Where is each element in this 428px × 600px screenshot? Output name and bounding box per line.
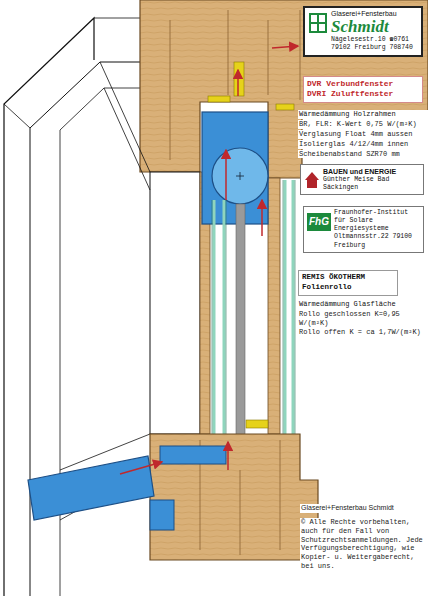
- note-label: Rollo offen K = ca 1,7W/(m²K): [298, 328, 428, 337]
- note-label: Scheibenabstand SZR70 mm: [298, 150, 428, 159]
- box-text: FhG: [307, 213, 331, 231]
- note-label: Wärmedämmung Holzrahmen: [298, 110, 428, 119]
- note-label: Wärmedämmung Glasfläche: [298, 300, 428, 309]
- note-label: © Alle Rechte vorbehalten, auch für den …: [300, 518, 426, 571]
- note-label: Isolierglas 4/12/4mm innen: [298, 140, 428, 149]
- box-text: Günther Meise Bad Säckingen: [323, 176, 420, 192]
- text-box: Glaserei+FensterbauSchmidtNägelesestr.10…: [303, 6, 423, 57]
- note-label: Verglasung Float 4mm aussen: [298, 130, 428, 139]
- win-logo: [308, 12, 328, 34]
- text-box: REMIS ÖKOTHERM Folienrollo: [298, 270, 398, 296]
- box-text: Nägelesestr.10 ☎0761: [331, 36, 418, 44]
- note-label: BR, FLR: K-Wert 0,75 W/(m²K): [298, 120, 428, 129]
- box-text: Fraunhofer-Institut für Solare Energiesy…: [334, 209, 420, 233]
- text-box: BAUEN und ENERGIEGünther Meise Bad Säcki…: [300, 164, 424, 195]
- box-text: DVRI Zuluftfenster: [307, 89, 419, 99]
- box-text: DVR Verbundfenster: [307, 79, 419, 89]
- house-logo: [304, 169, 320, 191]
- note-label: Rollo geschlossen K=0,95 W/(m²K): [298, 310, 428, 328]
- note-label: Glaserei+Fensterbau Schmidt: [300, 504, 426, 513]
- box-text: 79102 Freiburg 708740: [331, 44, 418, 52]
- box-text: Glaserei+Fensterbau: [331, 10, 418, 18]
- box-text: Oltmannsstr.22 79100 Freiburg: [334, 233, 420, 249]
- text-box: DVR VerbundfensterDVRI Zuluftfenster: [303, 76, 423, 103]
- box-text: BAUEN und ENERGIE: [323, 167, 420, 176]
- box-text: REMIS ÖKOTHERM Folienrollo: [302, 273, 394, 293]
- box-text: Schmidt: [331, 18, 418, 36]
- text-box: FhGFraunhofer-Institut für Solare Energi…: [303, 206, 424, 253]
